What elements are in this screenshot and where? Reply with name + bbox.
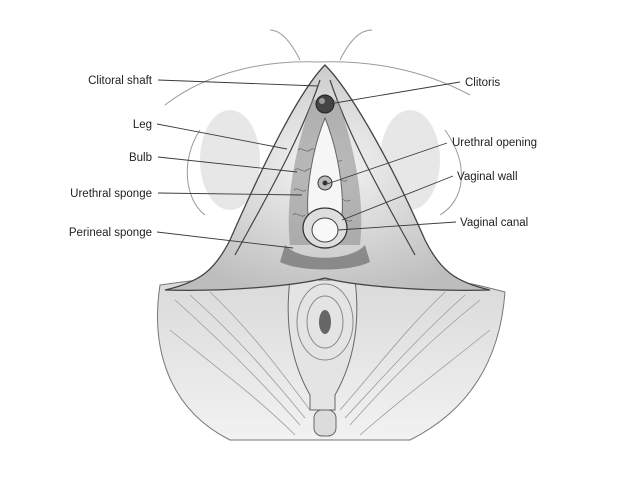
label-clitoris: Clitoris xyxy=(465,77,500,89)
pelvis-outline xyxy=(164,29,471,216)
urethral-opening-inner xyxy=(322,180,328,186)
label-urethral-opening: Urethral opening xyxy=(452,137,537,149)
vaginal-canal-shape xyxy=(311,217,339,243)
perineal-column xyxy=(287,279,358,411)
label-bulb: Bulb xyxy=(129,152,152,164)
label-perineal-sponge: Perineal sponge xyxy=(69,227,152,239)
perineal-sponge-tissue xyxy=(280,245,370,270)
label-clitoral-shaft: Clitoral shaft xyxy=(88,75,153,87)
coccyx-tip xyxy=(313,409,337,437)
clitoris-highlight xyxy=(319,98,325,104)
left-labels: Clitoral shaft Leg Bulb Urethral sponge … xyxy=(69,75,153,239)
label-leg: Leg xyxy=(133,119,152,131)
label-urethral-sponge: Urethral sponge xyxy=(70,188,152,200)
label-vaginal-canal: Vaginal canal xyxy=(460,217,528,229)
anal-ring-mid xyxy=(306,295,344,349)
anal-opening xyxy=(319,310,331,334)
label-vaginal-wall: Vaginal wall xyxy=(457,171,518,183)
anal-ring-outer xyxy=(296,283,354,361)
muscle-fibers xyxy=(169,291,491,436)
right-labels: Clitoris Urethral opening Vaginal wall V… xyxy=(452,77,537,229)
leader-lines xyxy=(156,79,461,249)
